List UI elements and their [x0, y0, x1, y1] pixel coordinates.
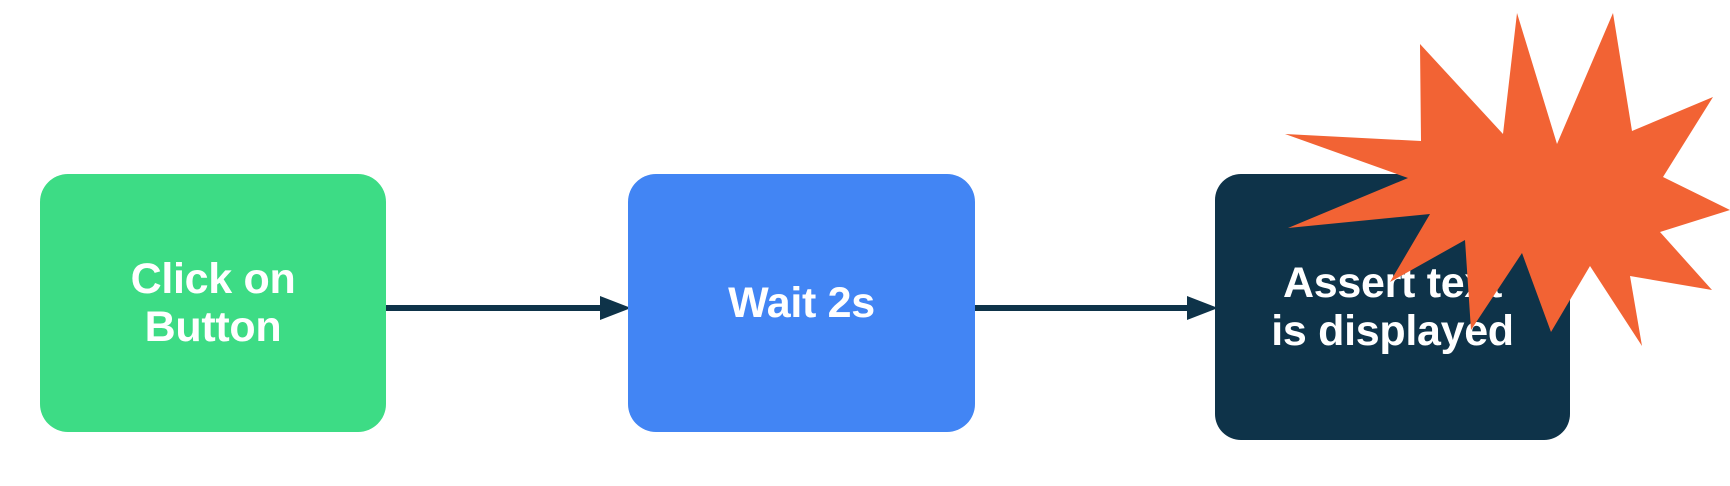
- arrowhead-icon: [1187, 296, 1218, 320]
- node-wait-2s[interactable]: Wait 2s: [628, 174, 975, 432]
- node-assert-text-is-displayed-label: Assert text is displayed: [1271, 258, 1514, 355]
- node-click-on-button[interactable]: Click on Button: [40, 174, 386, 432]
- arrowhead-icon: [600, 296, 631, 320]
- node-wait-2s-label: Wait 2s: [728, 278, 875, 327]
- node-click-on-button-label: Click on Button: [130, 254, 296, 351]
- connector-wait-to-assert: [971, 296, 1218, 320]
- node-assert-text-is-displayed[interactable]: Assert text is displayed: [1215, 174, 1570, 440]
- connector-click-to-wait: [384, 296, 631, 320]
